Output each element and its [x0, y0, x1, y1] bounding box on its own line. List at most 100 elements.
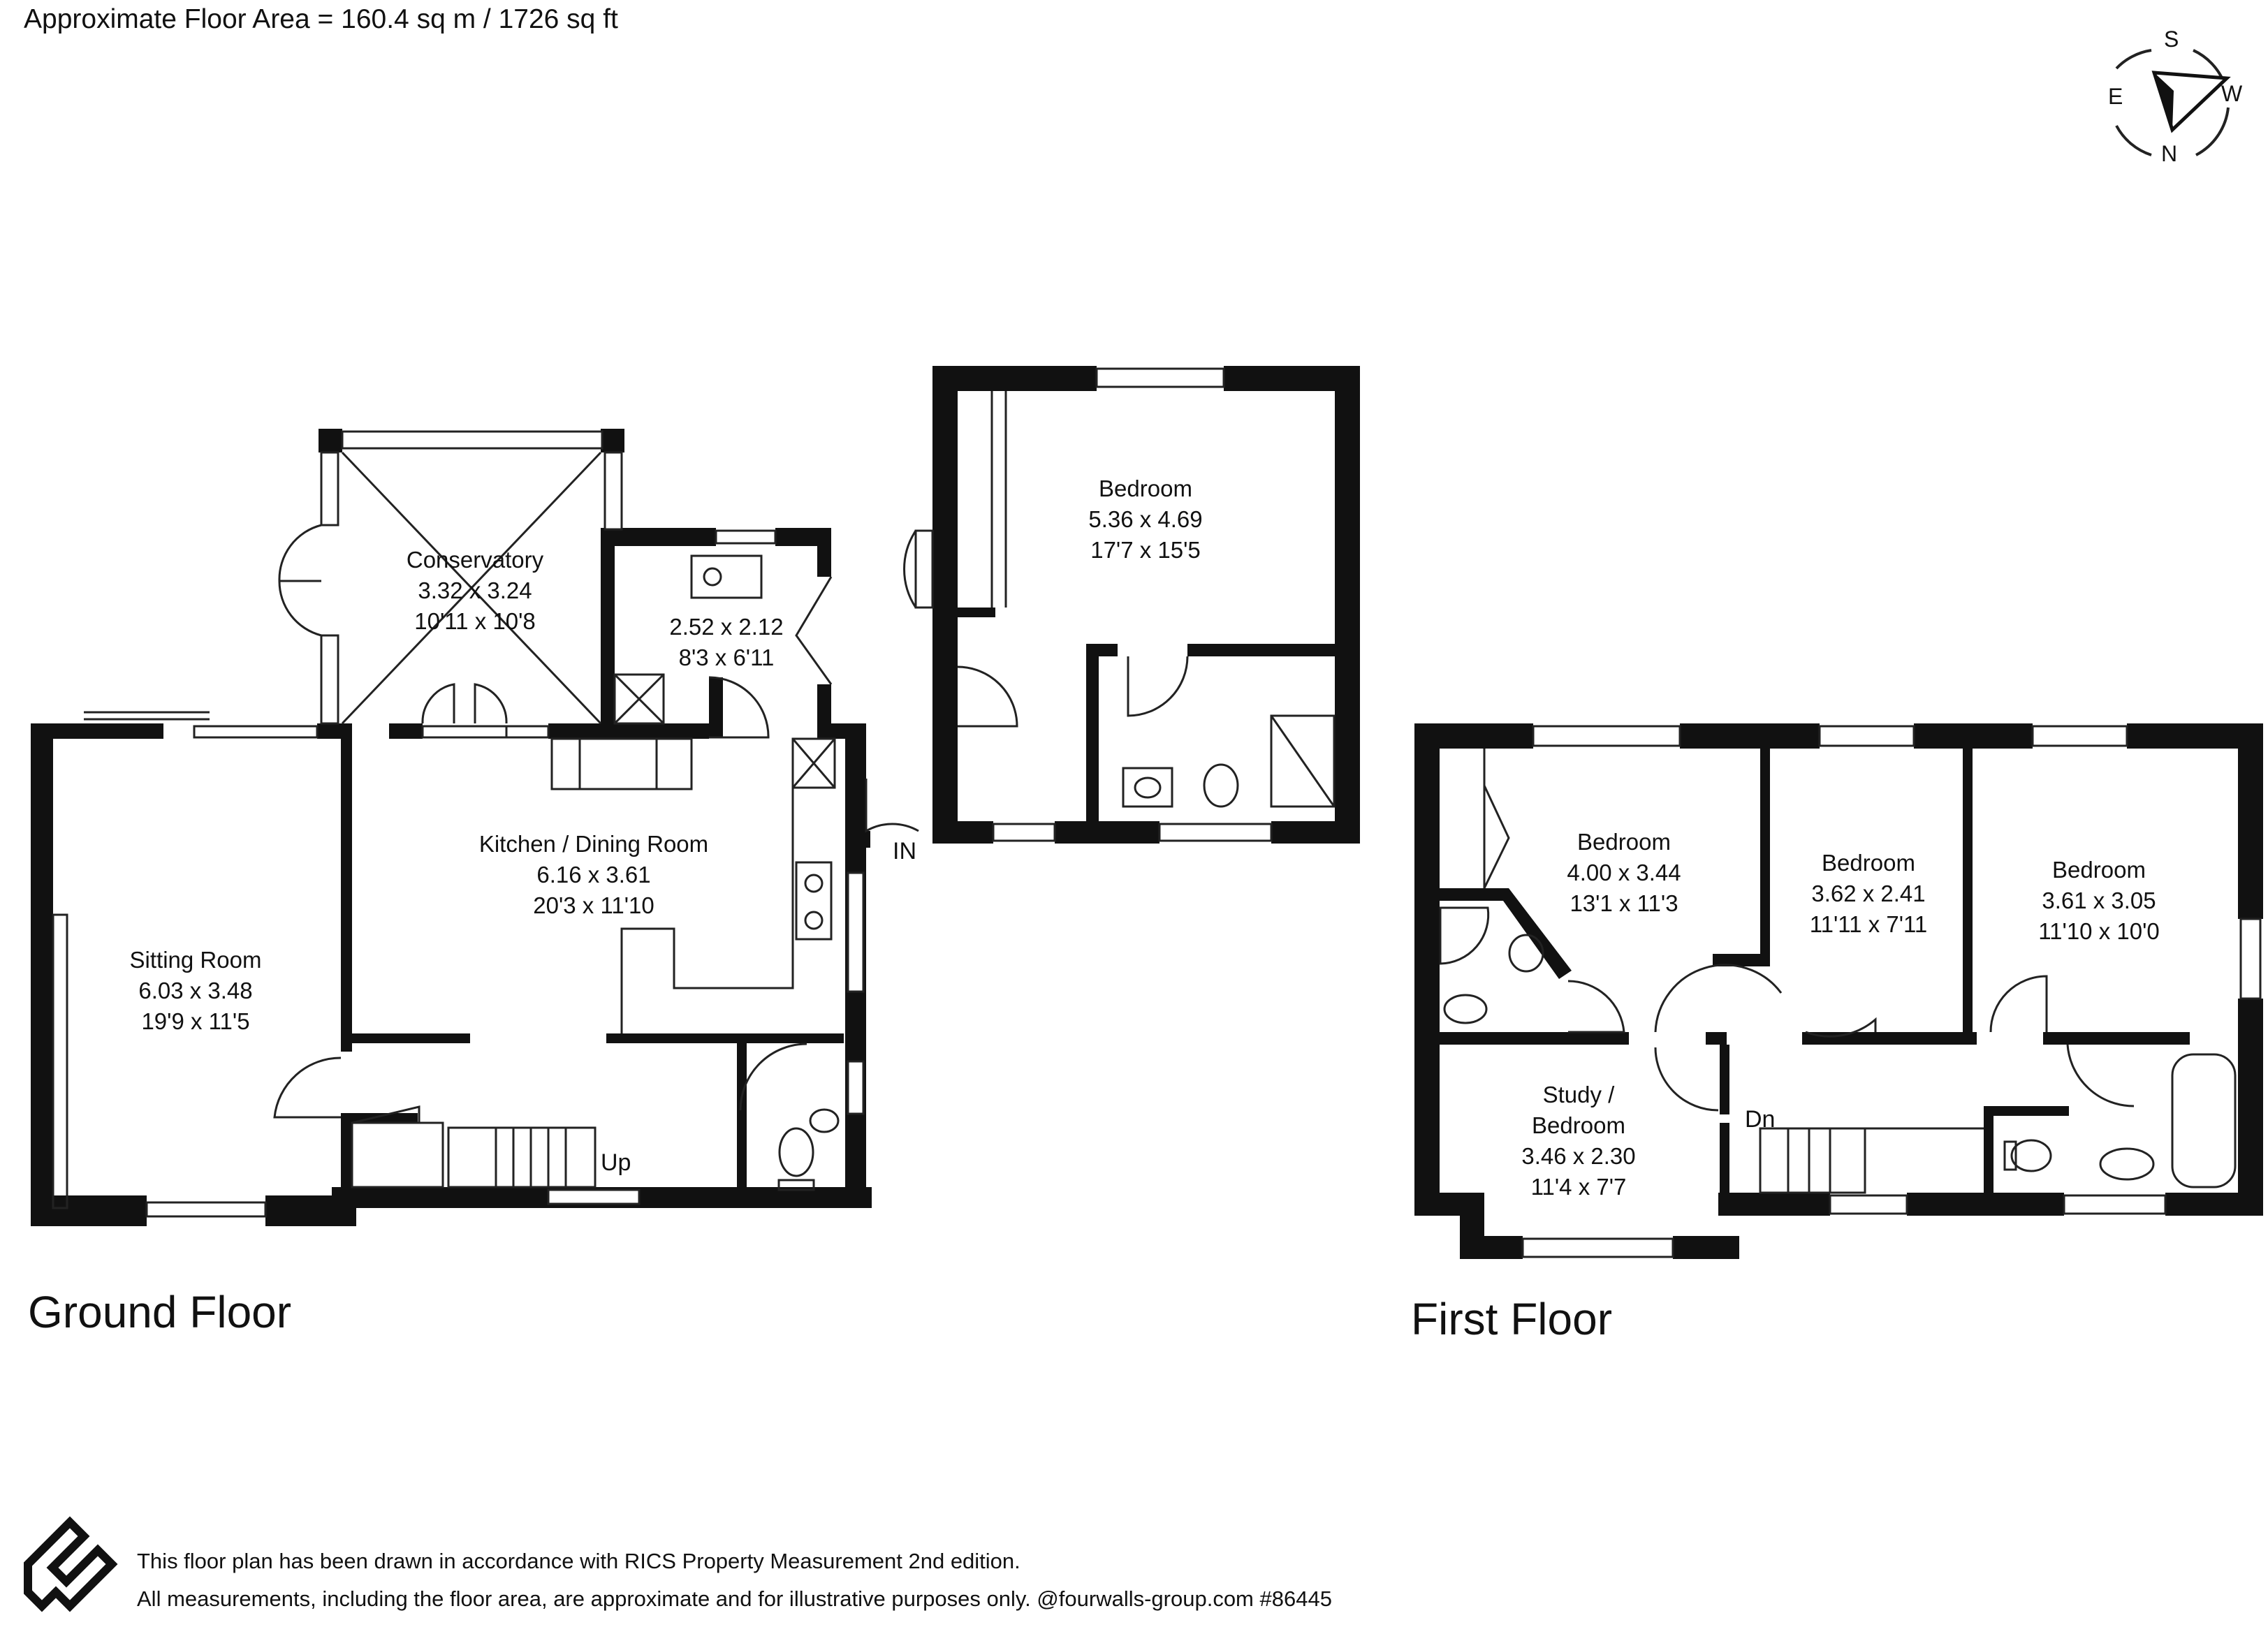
compass-west-label: W	[2221, 81, 2243, 106]
room-imperial: 19'9 x 11'5	[141, 1008, 250, 1034]
wall	[932, 366, 1097, 391]
door-swing	[1654, 964, 1783, 1033]
window	[1158, 823, 1273, 842]
window	[547, 1188, 641, 1205]
window	[2239, 918, 2262, 1000]
room-metric: 6.16 x 3.61	[536, 862, 651, 888]
door-swing	[1127, 656, 1189, 717]
wall	[932, 520, 952, 531]
floor-area-heading: Approximate Floor Area = 160.4 sq m / 17…	[24, 4, 618, 34]
basin-icon	[2099, 1147, 2155, 1181]
first-floor-windows	[1521, 725, 2262, 1258]
shower-icon	[1270, 714, 1336, 808]
first-floor-plan	[1414, 723, 2263, 1259]
room-utility: 2.52 x 2.12 8'3 x 6'11	[653, 612, 800, 673]
window	[320, 634, 339, 725]
door-swing	[708, 676, 770, 739]
wall	[1720, 1045, 1729, 1114]
door-swing	[278, 580, 322, 637]
door-swing	[421, 683, 455, 724]
window	[145, 1201, 267, 1218]
room-kitchen-dining: Kitchen / Dining Room 6.16 x 3.61 20'3 x…	[447, 829, 740, 921]
door-swing	[739, 1043, 807, 1111]
room-name: Bedroom	[1532, 1112, 1625, 1138]
room-metric: 3.62 x 2.41	[1811, 881, 1926, 906]
room-name: Bedroom	[2052, 857, 2146, 883]
room-sitting: Sitting Room 6.03 x 3.48 19'9 x 11'5	[105, 945, 286, 1037]
wall	[2043, 1032, 2190, 1045]
wall	[817, 528, 831, 577]
wall	[2238, 723, 2263, 919]
wall	[1187, 644, 1348, 656]
door-swing	[2066, 1044, 2135, 1107]
wall	[1706, 1032, 1727, 1045]
window	[1829, 1194, 1908, 1215]
window	[715, 529, 777, 545]
door-swing	[957, 665, 1018, 728]
wall	[932, 649, 952, 661]
room-metric: 2.52 x 2.12	[669, 614, 784, 640]
wall	[709, 677, 723, 737]
window	[1095, 367, 1225, 388]
room-imperial: 17'7 x 15'5	[1090, 537, 1201, 563]
entrance-door-swing	[865, 779, 919, 833]
glass-roof-line	[341, 451, 602, 725]
wall	[1673, 1236, 1739, 1259]
entrance-label: IN	[893, 838, 916, 864]
window	[320, 451, 339, 527]
room-metric: 5.36 x 4.69	[1088, 506, 1203, 532]
stairs	[1759, 1127, 1866, 1194]
window	[505, 725, 550, 739]
appliance	[791, 737, 836, 789]
compass-south-label: S	[2164, 27, 2179, 52]
window	[914, 529, 934, 609]
fourwalls-logo-icon	[24, 1516, 118, 1612]
wall	[77, 1195, 147, 1226]
room-metric: 4.00 x 3.44	[1567, 860, 1681, 885]
room-name: Kitchen / Dining Room	[478, 831, 709, 857]
wall	[1720, 1123, 1729, 1200]
window	[603, 451, 623, 531]
wall	[1086, 644, 1118, 656]
room-imperial: 8'3 x 6'11	[678, 645, 775, 670]
room-name: Conservatory	[406, 547, 544, 573]
wall	[1426, 1032, 1629, 1045]
wall	[2238, 999, 2263, 1216]
wall	[1335, 366, 1360, 844]
wall	[548, 723, 709, 739]
wall	[1414, 723, 1440, 1216]
wall	[606, 1033, 844, 1043]
footer-rics-note: This floor plan has been drawn in accord…	[137, 1549, 1020, 1573]
wall	[1760, 740, 1770, 964]
stairs-down-label: Dn	[1745, 1106, 1776, 1133]
door-swing	[1989, 975, 2048, 1033]
room-metric: 6.03 x 3.48	[138, 978, 253, 1003]
bath-icon	[2171, 1053, 2237, 1188]
toilet-icon	[1203, 763, 1239, 808]
door-swing	[1567, 980, 1625, 1033]
window	[1532, 725, 1681, 747]
window	[193, 725, 319, 739]
toilet-icon	[2010, 1139, 2052, 1172]
room-imperial: 10'11 x 10'8	[414, 608, 536, 634]
wall	[1055, 821, 1159, 844]
wall	[1914, 723, 2033, 749]
wall	[1426, 888, 1572, 979]
room-name: Sitting Room	[129, 947, 262, 973]
room-imperial: 20'3 x 11'10	[533, 892, 654, 918]
first-floor-fittings	[1439, 749, 2237, 1194]
utility-sink-icon	[690, 554, 763, 599]
room-conservatory: Conservatory 3.32 x 3.24 10'11 x 10'8	[391, 545, 559, 637]
window	[847, 871, 865, 993]
room-name: Bedroom	[1577, 829, 1671, 855]
wall	[1460, 1236, 1523, 1259]
room-name: Bedroom	[1822, 850, 1915, 876]
wall	[932, 366, 958, 844]
worktop	[620, 739, 794, 1033]
wall	[932, 608, 995, 617]
wall	[319, 429, 342, 452]
room-imperial: 11'4 x 7'7	[1530, 1174, 1627, 1200]
room-first-bedroom-3: Bedroom 3.61 x 3.05 11'10 x 10'0	[2022, 855, 2176, 947]
compass-north-label: N	[2161, 141, 2178, 166]
window	[1521, 1237, 1674, 1258]
